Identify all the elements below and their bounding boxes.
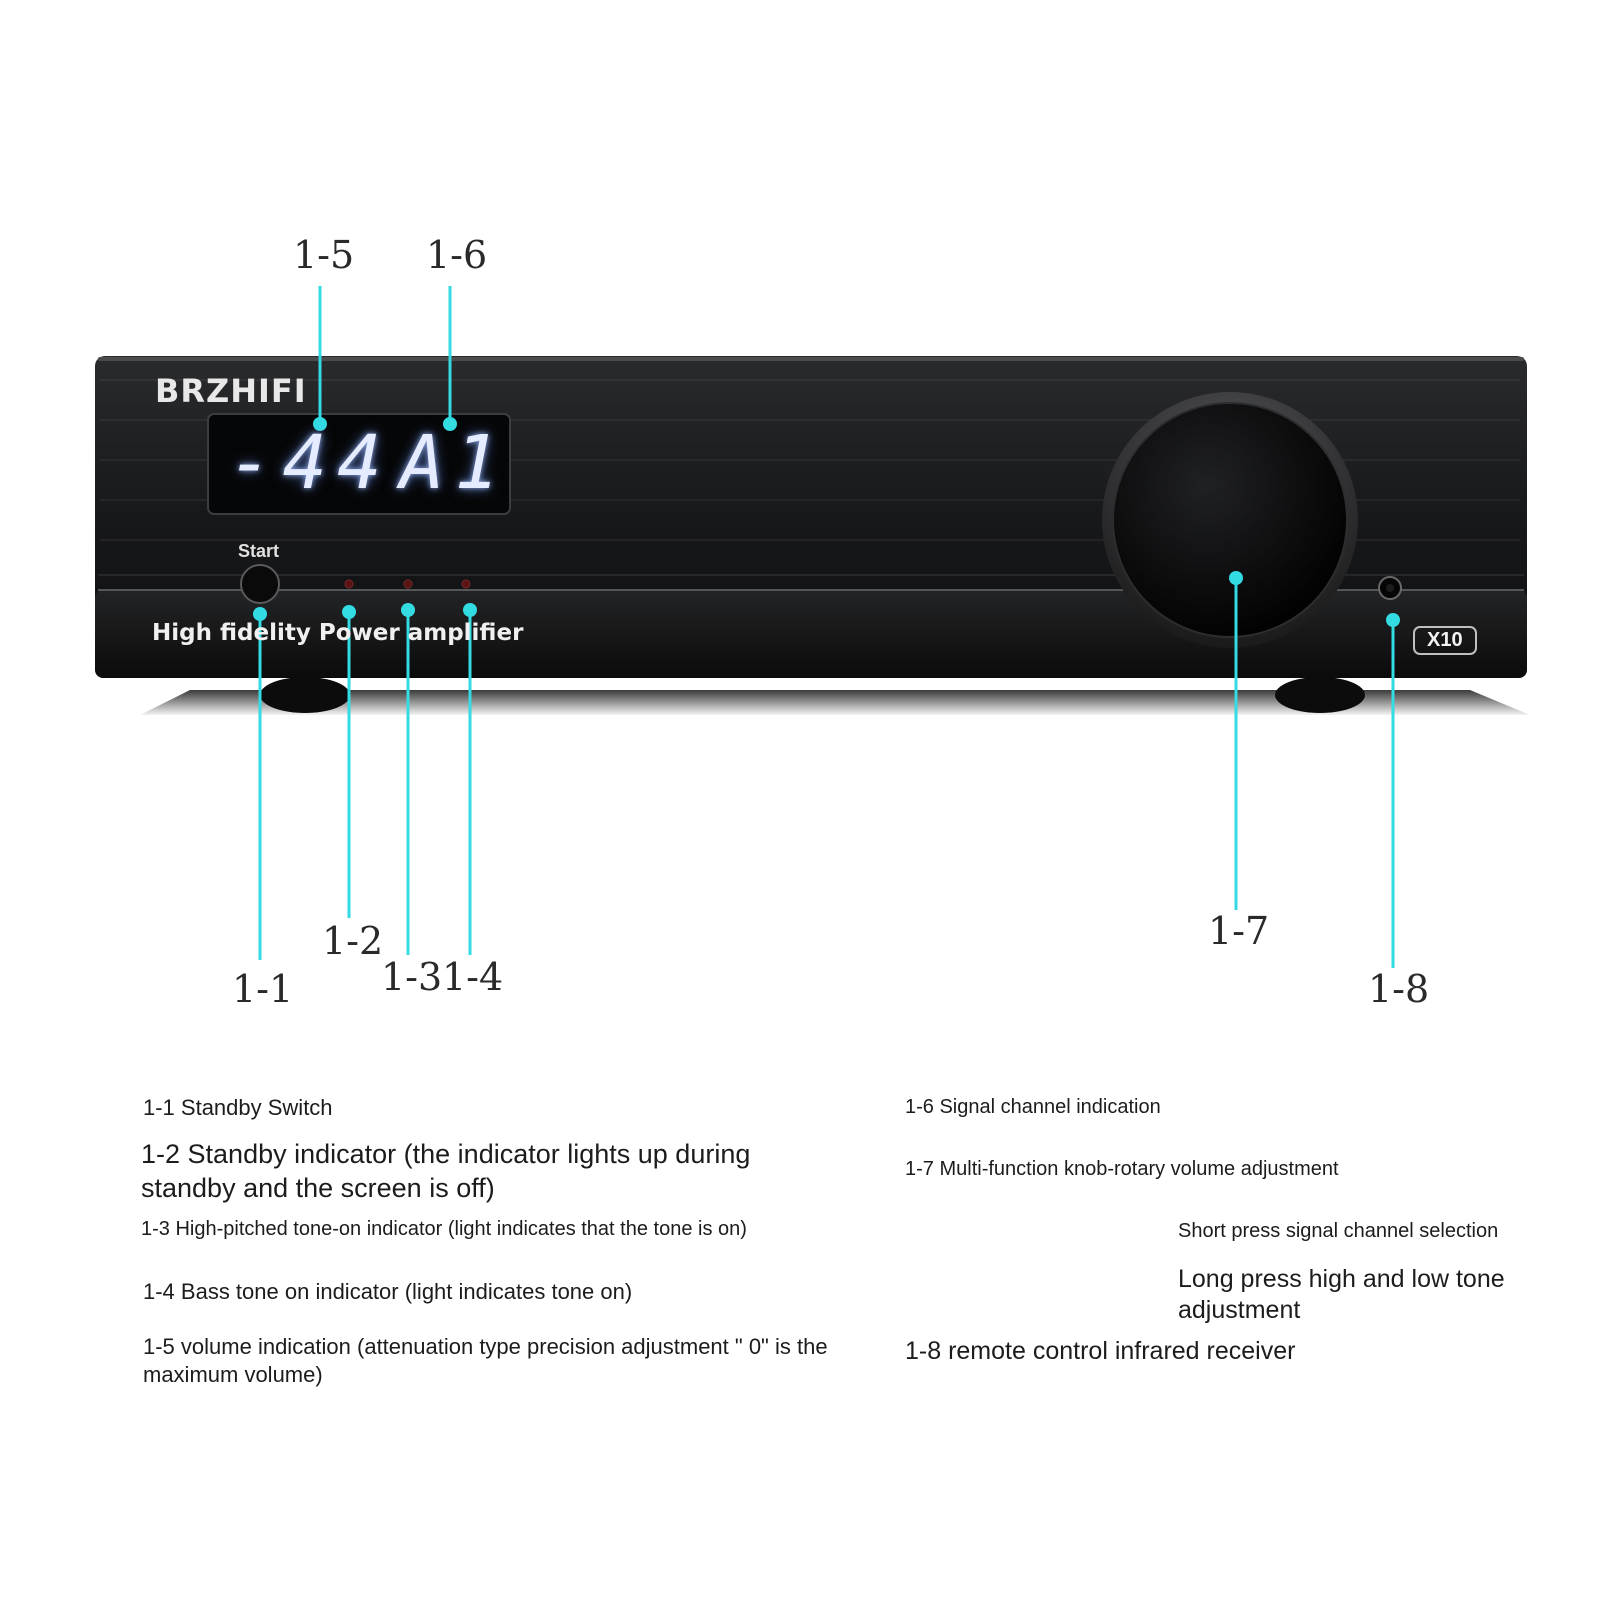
leader-dots [253, 417, 1400, 627]
callout-1-7: 1-7 [1208, 909, 1270, 953]
legend-item-1-3: 1-3 High-pitched tone-on indicator (ligh… [141, 1218, 747, 1240]
callout-1-6: 1-6 [426, 233, 488, 277]
callout-1-5: 1-5 [293, 233, 355, 277]
display-volume: -44 [228, 420, 392, 506]
legend-item-1-8: 1-8 remote control infrared receiver [905, 1337, 1296, 1365]
top-edge [98, 357, 1524, 361]
legend-item-1-7-long-press: Long press high and low tone adjustment [1178, 1265, 1505, 1325]
legend-item-1-7: 1-7 Multi-function knob-rotary volume ad… [905, 1158, 1339, 1180]
callout-1-3: 1-3 [381, 955, 443, 999]
product-tagline: High fidelity Power amplifier [152, 620, 524, 646]
callout-1-8: 1-8 [1368, 967, 1430, 1011]
standby-led [344, 579, 354, 589]
volume-knob [1113, 403, 1347, 637]
standby-button [240, 564, 280, 604]
legend-item-1-5: 1-5 volume indication (attenuation type … [143, 1334, 828, 1387]
legend-item-1-6: 1-6 Signal channel indication [905, 1096, 1161, 1118]
legend-item-1-7-short-press: Short press signal channel selection [1178, 1220, 1499, 1242]
model-badge: X10 [1413, 626, 1477, 655]
start-label: Start [238, 541, 280, 561]
callout-1-4: 1-4 [442, 955, 504, 999]
treble-led [403, 579, 413, 589]
legend-item-1-4: 1-4 Bass tone on indicator (light indica… [143, 1279, 633, 1304]
legend-item-1-2: 1-2 Standby indicator (the indicator lig… [141, 1139, 751, 1203]
callout-1-1: 1-1 [232, 967, 294, 1011]
display-channel: A1 [400, 420, 510, 506]
display-window [207, 413, 511, 515]
bass-led [461, 579, 471, 589]
brand-logo: BRZHIFI [155, 372, 307, 410]
base-shadow [140, 690, 1530, 715]
right-foot [1275, 677, 1365, 713]
legend-item-1-1: 1-1 Standby Switch [143, 1095, 333, 1120]
left-foot [260, 677, 350, 713]
callout-1-2: 1-2 [322, 919, 384, 963]
leader-lines [258, 286, 1395, 968]
